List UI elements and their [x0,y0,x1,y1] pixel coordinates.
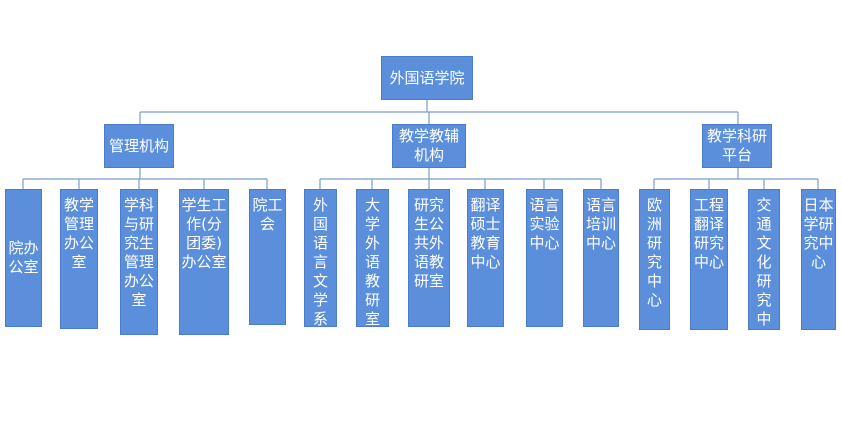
child-node-college-english-section: 大学外语教研室 [356,189,389,328]
root-node: 外国语学院 [381,56,473,100]
child-node-language-training-center: 语言培训中心 [583,189,619,327]
group-node-teaching-support: 教学教辅机构 [392,124,466,168]
child-node-japan-studies-center: 日本学研究中心 [801,189,836,330]
child-node-transport-culture-center: 交通文化研究中心 [748,189,780,347]
child-node-college-union: 院工会 [249,189,286,325]
child-node-mti-center: 翻译硕士教育中心 [467,189,504,327]
group-node-research-platform: 教学科研平台 [702,124,772,168]
child-node-dean-office: 院办公室 [5,189,42,327]
group-node-management: 管理机构 [104,124,174,168]
child-node-teaching-admin-office: 教学管理办公室 [60,189,98,329]
child-node-foreign-lit-dept: 外国语言文学系 [304,189,337,328]
child-node-language-lab-center: 语言实验中心 [526,189,563,327]
child-node-european-studies-center: 欧洲研究中心 [639,189,670,330]
child-node-student-affairs-office: 学生工作(分团委)办公室 [179,189,229,335]
child-node-engineering-translation-center: 工程翻译研究中心 [690,189,728,330]
child-node-discipline-grad-office: 学科与研究生管理办公室 [120,189,158,335]
child-node-grad-foreign-lang-section: 研究生公共外语教研室 [408,189,450,327]
